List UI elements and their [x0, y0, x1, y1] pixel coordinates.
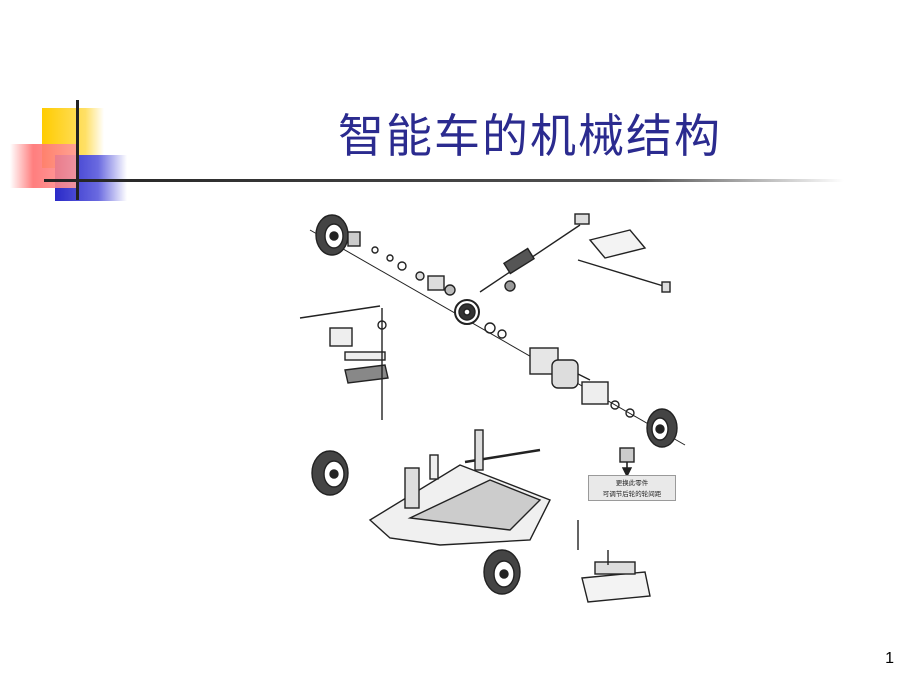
vertical-tick	[76, 100, 79, 200]
wheel-right	[646, 408, 678, 448]
shock-absorber	[479, 213, 590, 293]
callout-line-2: 可调节后轮的轮间距	[602, 490, 662, 498]
motor	[529, 347, 591, 389]
wheel-top-left	[315, 214, 349, 256]
title-rule	[44, 179, 844, 182]
page-number: 1	[885, 650, 894, 667]
chassis	[368, 429, 551, 546]
wheel-bottom-left	[311, 450, 349, 496]
wheel-bottom-middle	[483, 549, 521, 595]
callout-line-1: 更换此零件	[615, 479, 649, 487]
part-callout: 更换此零件 可调节后轮的轮间距	[588, 475, 676, 501]
slide-title: 智能车的机械结构	[338, 109, 722, 163]
car-exploded-diagram	[299, 213, 686, 603]
header-decoration	[10, 100, 844, 201]
spur-gear	[454, 299, 480, 325]
